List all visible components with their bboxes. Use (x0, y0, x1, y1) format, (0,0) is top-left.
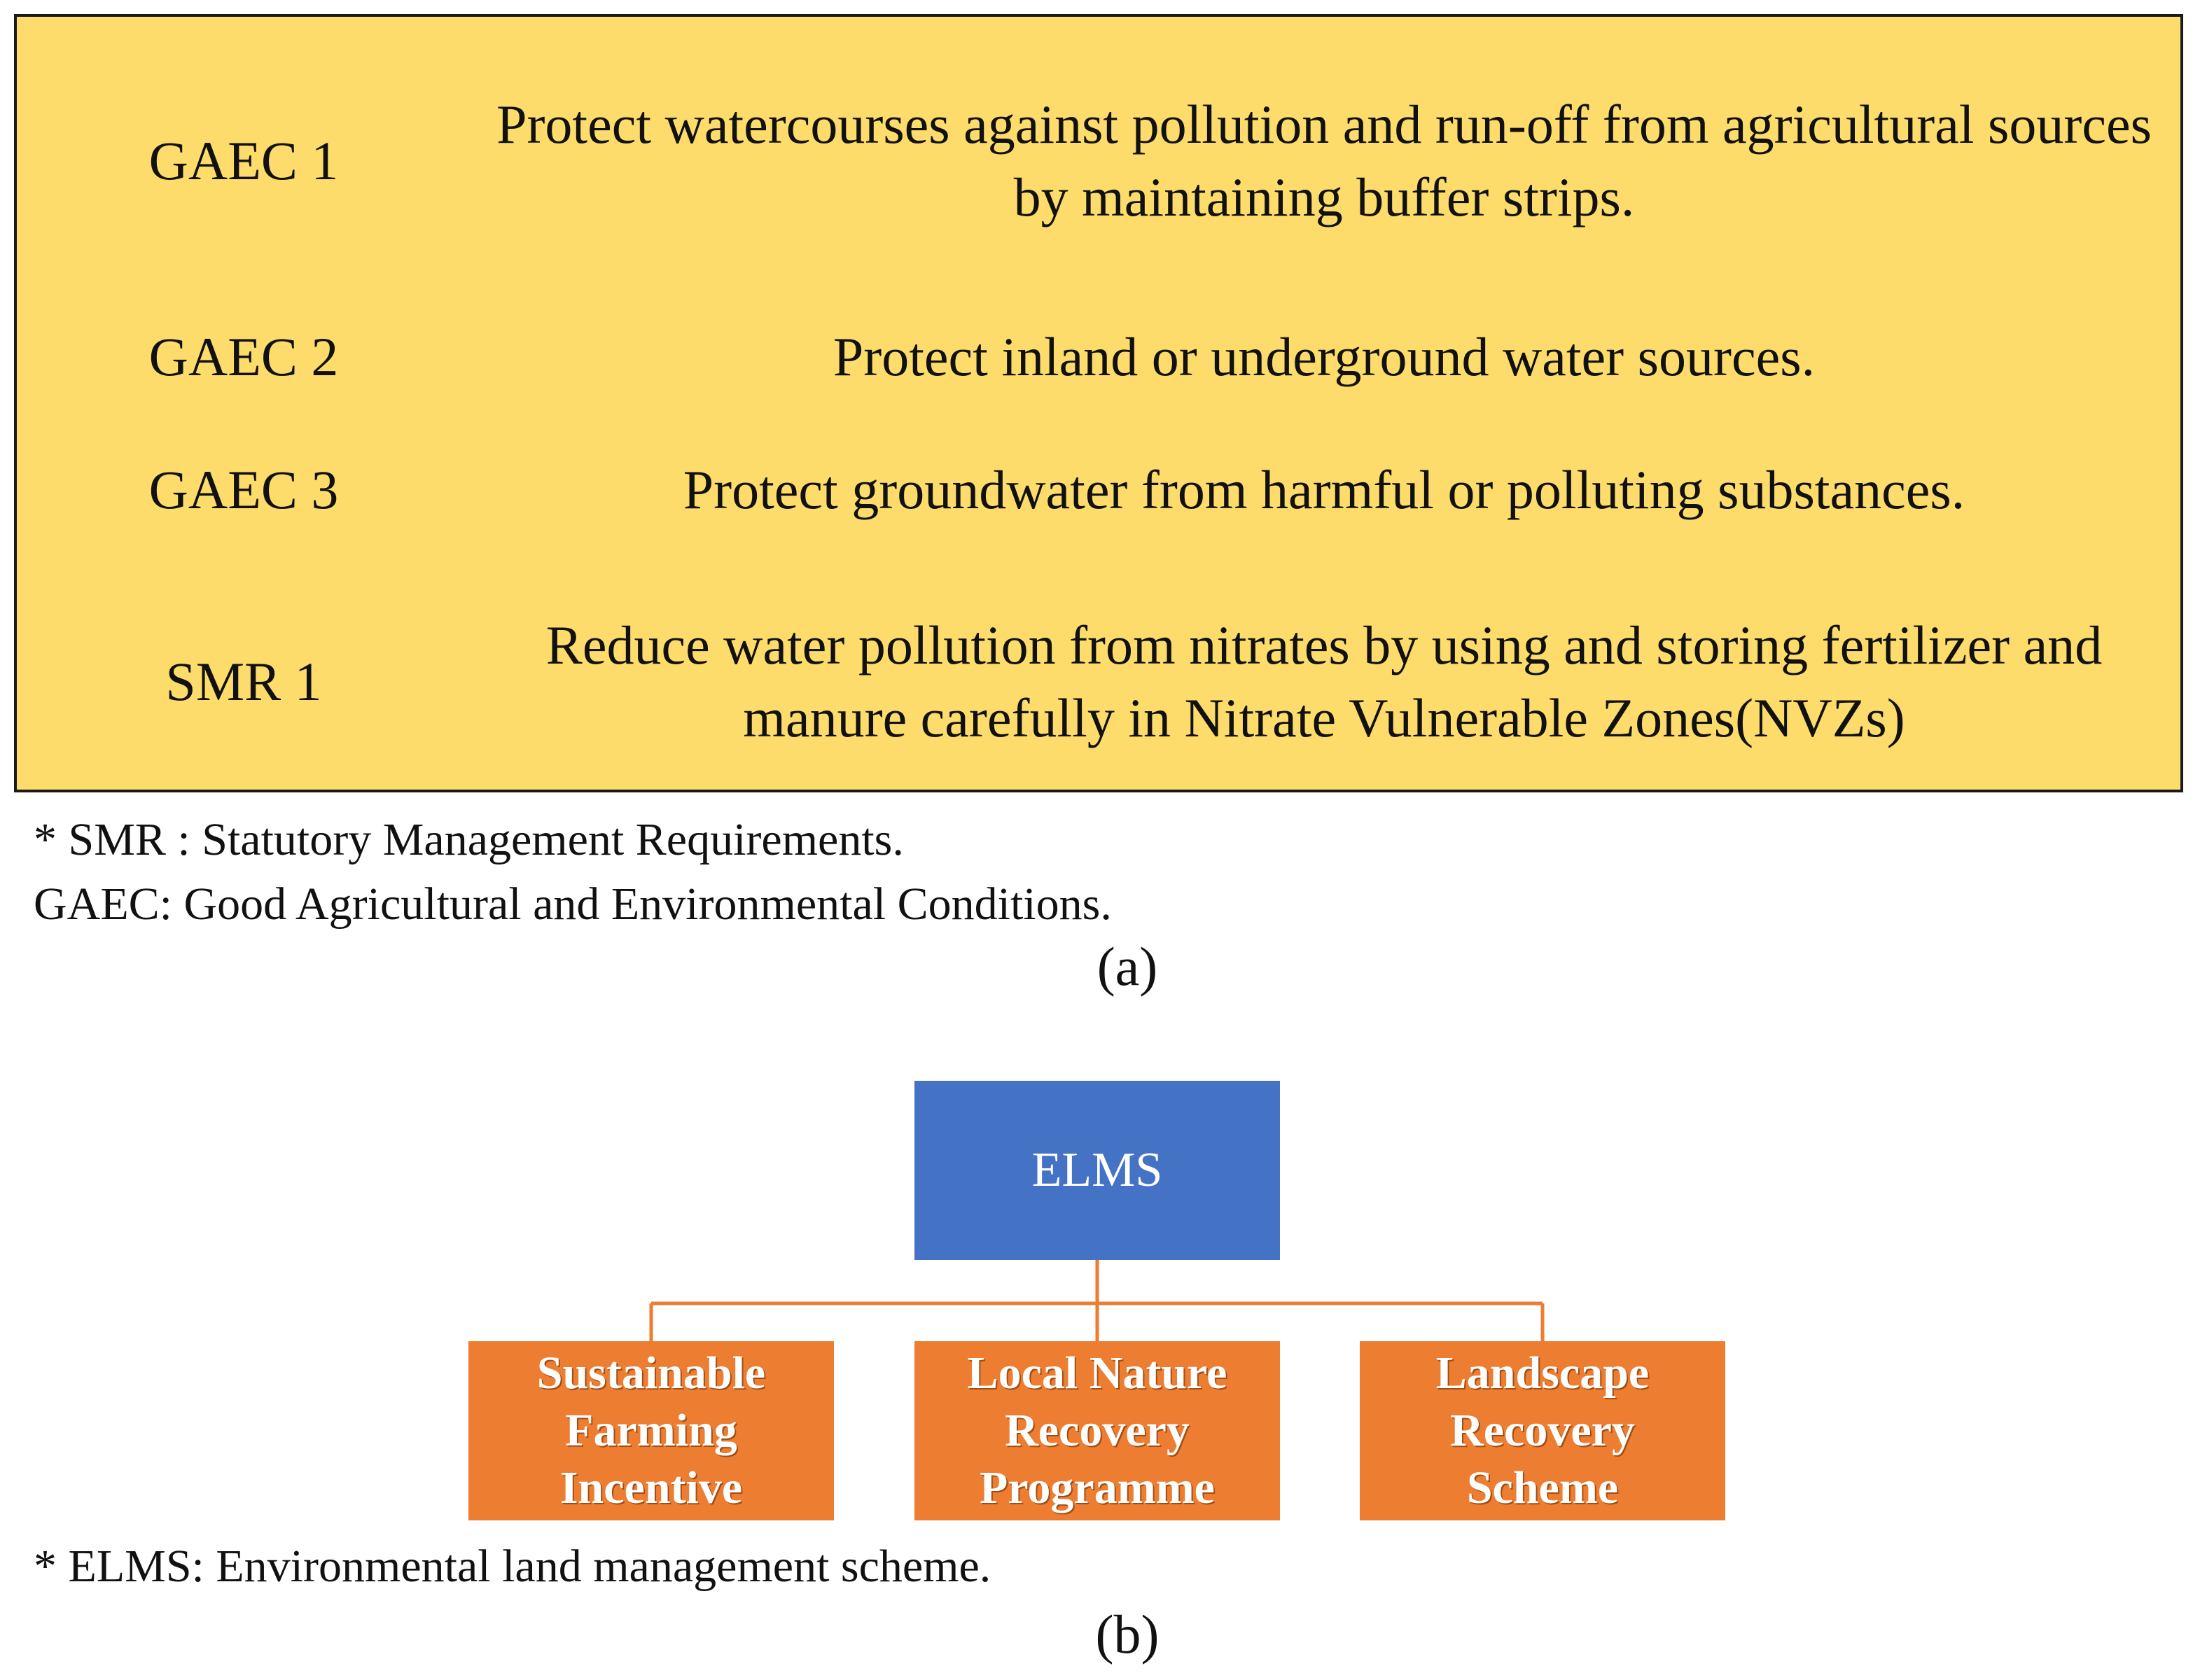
sustainable-farming-incentive-box: Sustainable Farming Incentive (468, 1341, 834, 1520)
landscape-recovery-box: Landscape Recovery Scheme (1360, 1341, 1725, 1520)
elms-root-box: ELMS (914, 1081, 1280, 1260)
smr-footnote: * SMR : Statutory Management Requirement… (34, 814, 904, 865)
gaec-footnote: GAEC: Good Agricultural and Environmenta… (34, 878, 1112, 930)
row-code: GAEC 2 (148, 326, 339, 387)
table-row: GAEC 3 Protect groundwater from harmful … (17, 427, 2180, 553)
table-row: GAEC 2 Protect inland or underground wat… (17, 294, 2180, 420)
panel-label-a: (a) (1096, 936, 1158, 997)
row-code: SMR 1 (165, 651, 322, 712)
local-nature-recovery-box: Local Nature Recovery Programme (914, 1341, 1280, 1520)
row-code: GAEC 3 (148, 459, 339, 520)
elms-footnote: * ELMS: Environmental land management sc… (34, 1541, 991, 1592)
requirements-table: GAEC 1 Protect watercourses against poll… (14, 14, 2183, 792)
row-description: Protect inland or underground water sour… (833, 326, 1816, 387)
table-row: SMR 1 Reduce water pollution from nitrat… (17, 577, 2180, 787)
row-description: Protect groundwater from harmful or poll… (683, 459, 1965, 520)
table-row: GAEC 1 Protect watercourses against poll… (17, 56, 2180, 266)
panel-label-b: (b) (1095, 1604, 1160, 1665)
row-code: GAEC 1 (148, 130, 339, 191)
row-description: Reduce water pollution from nitrates by … (545, 615, 2103, 748)
row-description: Protect watercourses against pollution a… (496, 94, 2152, 227)
